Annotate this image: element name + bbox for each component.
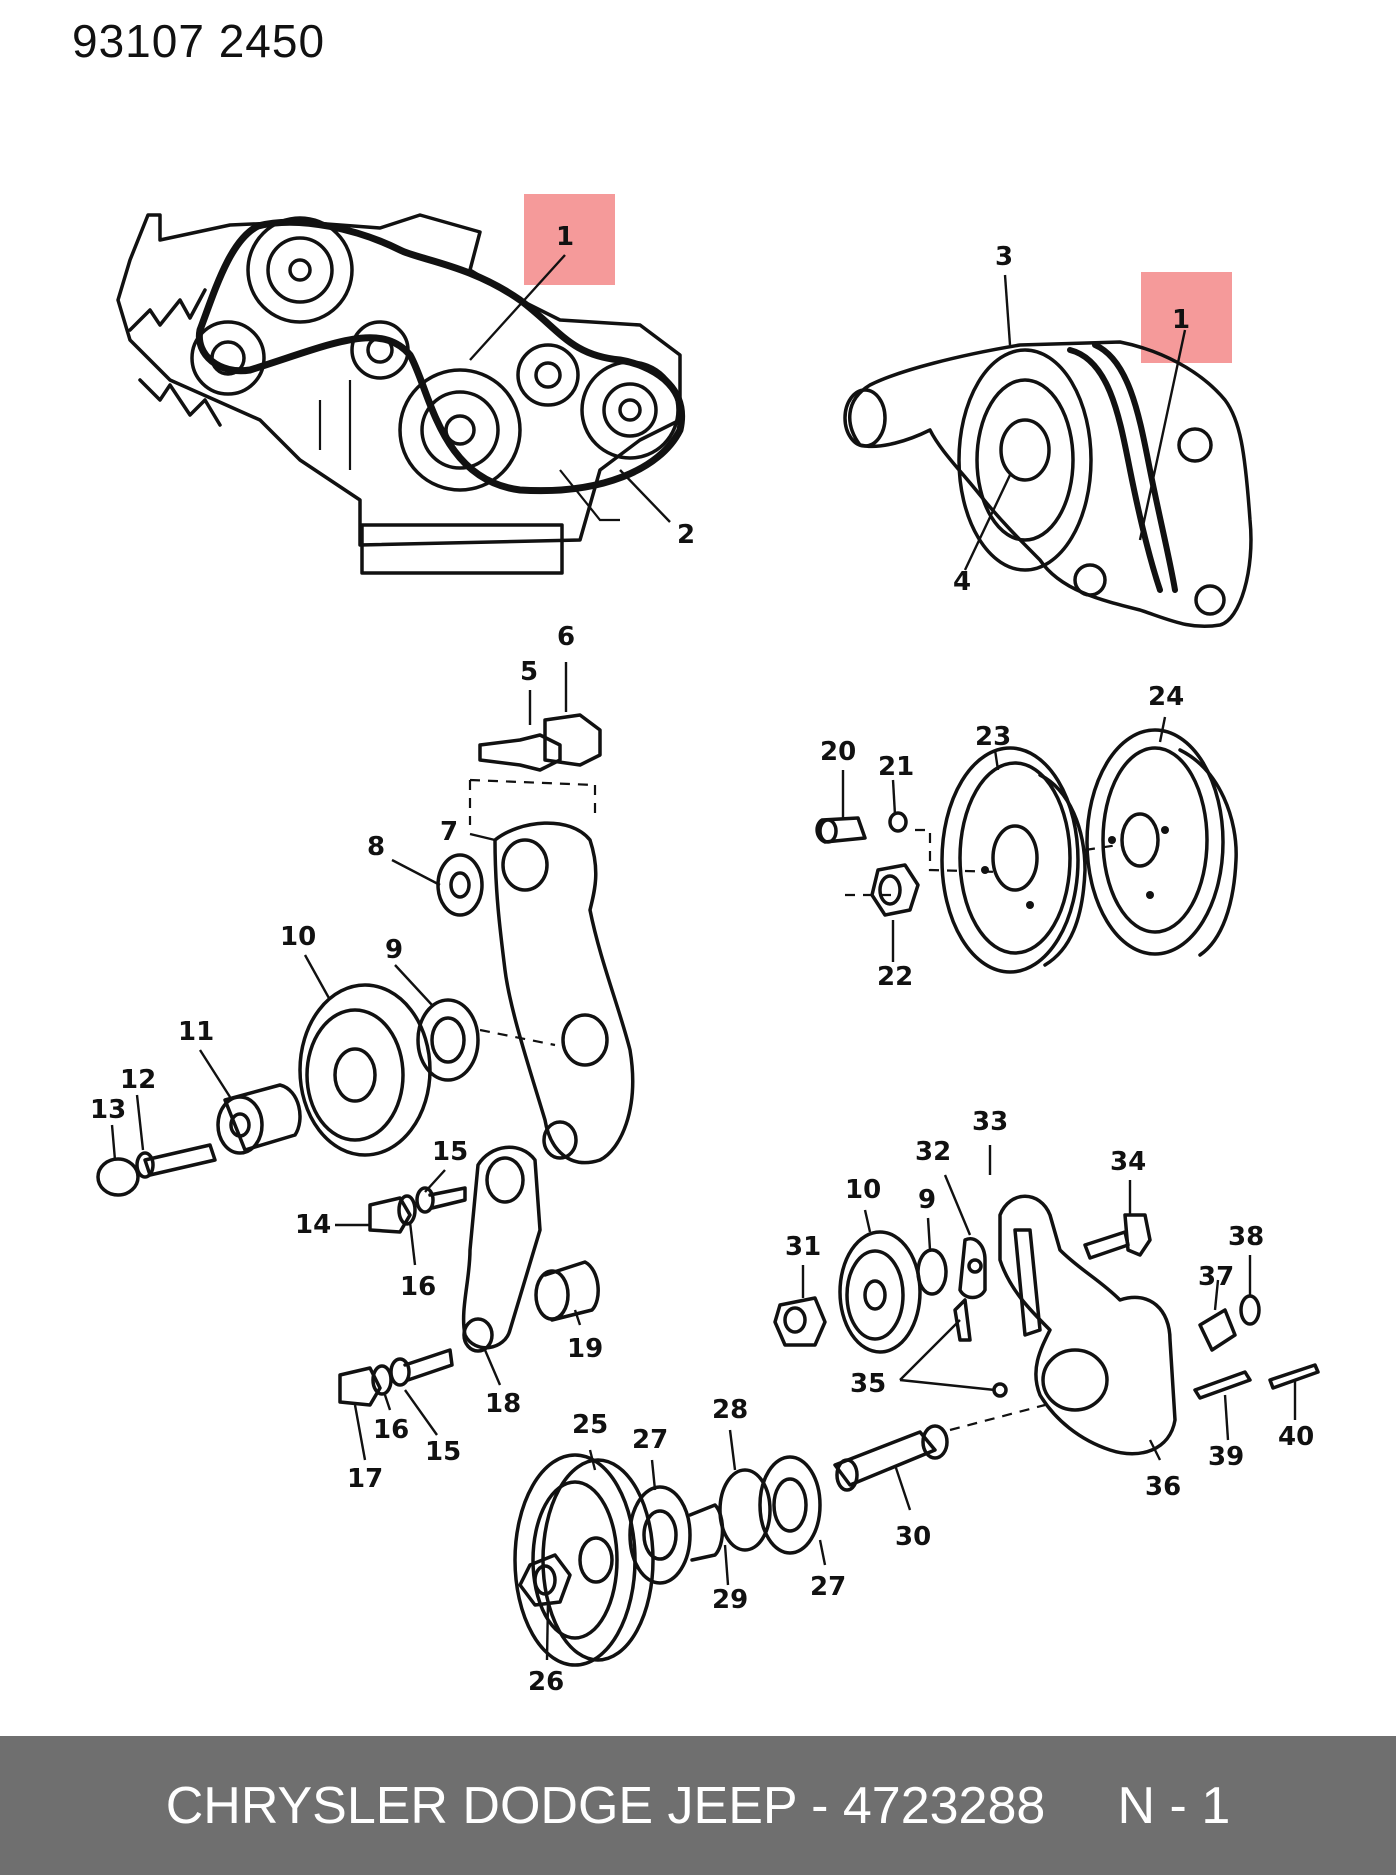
callout-labels: 1 1 2 3 4 5 6 7 8 9 10 11 12 13 14 15 16… [90, 222, 1314, 1697]
callout-8: 8 [367, 832, 385, 862]
callout-15-upper: 15 [432, 1137, 468, 1167]
engine-assembly [116, 213, 685, 575]
pulley-bracket-assembly [843, 274, 1253, 629]
callout-3: 3 [995, 242, 1013, 272]
callout-39: 39 [1208, 1442, 1244, 1472]
callout-21: 21 [878, 752, 914, 782]
callout-19: 19 [567, 1334, 603, 1364]
callout-30: 30 [895, 1522, 931, 1552]
callout-2: 2 [677, 520, 695, 550]
callout-7: 7 [440, 817, 458, 847]
callout-11: 11 [178, 1017, 214, 1047]
callout-6: 6 [557, 622, 575, 652]
callout-23: 23 [975, 722, 1011, 752]
callout-16-upper: 16 [400, 1272, 436, 1302]
callout-12: 12 [120, 1065, 156, 1095]
callout-18: 18 [485, 1389, 521, 1419]
callout-5: 5 [520, 657, 538, 687]
callout-32: 32 [915, 1137, 951, 1167]
callout-25: 25 [572, 1410, 608, 1440]
callout-13: 13 [90, 1095, 126, 1125]
diagram-code: 93107 2450 [72, 15, 326, 67]
callout-9-upper: 9 [385, 935, 403, 965]
callout-1-left[interactable]: 1 [556, 222, 574, 252]
idler-bracket-assembly [773, 1145, 1320, 1461]
footer-caption-bar: CHRYSLER DODGE JEEP - 4723288 N - 1 [0, 1736, 1396, 1875]
callout-33: 33 [972, 1107, 1008, 1137]
parts-diagram: 1 1 2 3 4 5 6 7 8 9 10 11 12 13 14 15 16… [90, 194, 1320, 1697]
callout-26: 26 [528, 1667, 564, 1697]
callout-24: 24 [1148, 682, 1184, 712]
callout-35: 35 [850, 1369, 886, 1399]
callout-31: 31 [785, 1232, 821, 1262]
idler-pulley-shaft-assembly [513, 1403, 1046, 1667]
callout-29: 29 [712, 1585, 748, 1615]
callout-14: 14 [295, 1210, 331, 1240]
callout-4: 4 [953, 567, 971, 597]
tensioner-assembly [96, 662, 635, 1461]
highlight-part-1-left[interactable] [524, 194, 615, 285]
callout-27-right: 27 [810, 1572, 846, 1602]
callout-9-lower: 9 [918, 1185, 936, 1215]
callout-28: 28 [712, 1395, 748, 1425]
callout-38: 38 [1228, 1222, 1264, 1252]
callout-17: 17 [347, 1464, 383, 1494]
callout-22: 22 [877, 962, 913, 992]
callout-1-right[interactable]: 1 [1172, 305, 1190, 335]
callout-10-upper: 10 [280, 922, 316, 952]
callout-40: 40 [1278, 1422, 1314, 1452]
highlight-part-1-right[interactable] [1141, 272, 1232, 363]
callout-37: 37 [1198, 1262, 1234, 1292]
callout-15-lower: 15 [425, 1437, 461, 1467]
callout-27-left: 27 [632, 1425, 668, 1455]
footer-caption: CHRYSLER DODGE JEEP - 4723288 N - 1 [165, 1776, 1231, 1835]
callout-16-lower: 16 [373, 1415, 409, 1445]
callout-36: 36 [1145, 1472, 1181, 1502]
callout-34: 34 [1110, 1147, 1146, 1177]
callout-10-lower: 10 [845, 1175, 881, 1205]
crank-pulley-assembly [815, 716, 1238, 974]
callout-20: 20 [820, 737, 856, 767]
